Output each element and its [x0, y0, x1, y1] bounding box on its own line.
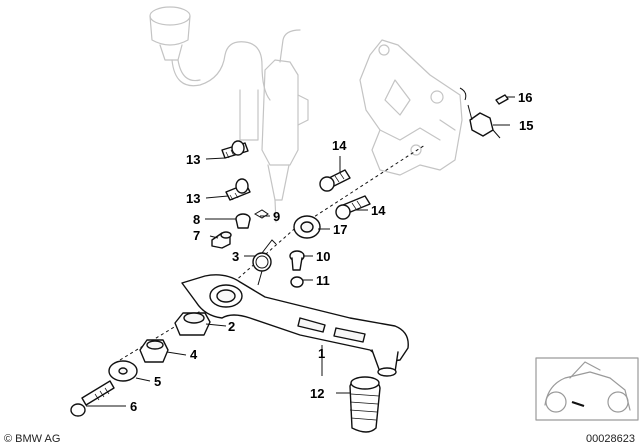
copyright-text: © BMW AG	[4, 433, 60, 445]
part-4-spacer	[139, 339, 169, 363]
callout-10: 10	[316, 249, 330, 264]
part-1-shift-lever	[181, 274, 409, 377]
inset-highlight-mark	[571, 400, 585, 408]
callout-2: 2	[228, 319, 235, 334]
callout-7: 7	[193, 228, 200, 243]
leader-lines	[86, 96, 515, 407]
part-13a-bolt	[221, 140, 249, 159]
part-5-washer	[108, 360, 138, 382]
callout-15: 15	[519, 118, 533, 133]
callout-14b: 14	[371, 203, 386, 218]
callout-9: 9	[273, 209, 280, 224]
callout-4: 4	[190, 347, 198, 362]
callout-5: 5	[154, 374, 161, 389]
part-9-clip	[253, 209, 269, 219]
callout-12: 12	[310, 386, 324, 401]
callout-16: 16	[518, 90, 532, 105]
part-2-bushing	[174, 312, 211, 336]
callout-13b: 13	[186, 191, 200, 206]
part-10-bolt	[289, 250, 305, 271]
ghost-inset-box	[535, 357, 639, 421]
part-17-washer	[293, 215, 321, 239]
part-13b-bolt	[225, 178, 251, 201]
part-8-nut	[235, 213, 251, 229]
part-12-footpeg	[349, 376, 381, 433]
callout-17: 17	[333, 222, 347, 237]
callout-1: 1	[318, 346, 325, 361]
ghost-reservoir	[149, 6, 271, 101]
part-6-bolt	[70, 380, 115, 417]
part-15-switch	[459, 87, 501, 139]
callout-8: 8	[193, 212, 200, 227]
part-14b-bolt	[335, 195, 371, 220]
part-7-pin	[211, 231, 232, 249]
part-11-bush	[290, 276, 304, 288]
callout-11: 11	[316, 273, 330, 288]
callout-13a: 13	[186, 152, 200, 167]
part-16-screw	[495, 94, 509, 105]
diagram-number: 00028623	[586, 433, 635, 445]
part-3-spring	[252, 239, 277, 286]
callout-6: 6	[130, 399, 137, 414]
ghost-master-cylinder	[239, 29, 309, 223]
callouts: 1 2 3 4 5 6 7 8 9 10 11 12 13 13 14 14 1…	[130, 90, 533, 414]
part-14a-bolt	[319, 169, 351, 192]
callout-3: 3	[232, 249, 239, 264]
ghost-frame-bracket	[359, 39, 463, 176]
callout-14a: 14	[332, 138, 347, 153]
